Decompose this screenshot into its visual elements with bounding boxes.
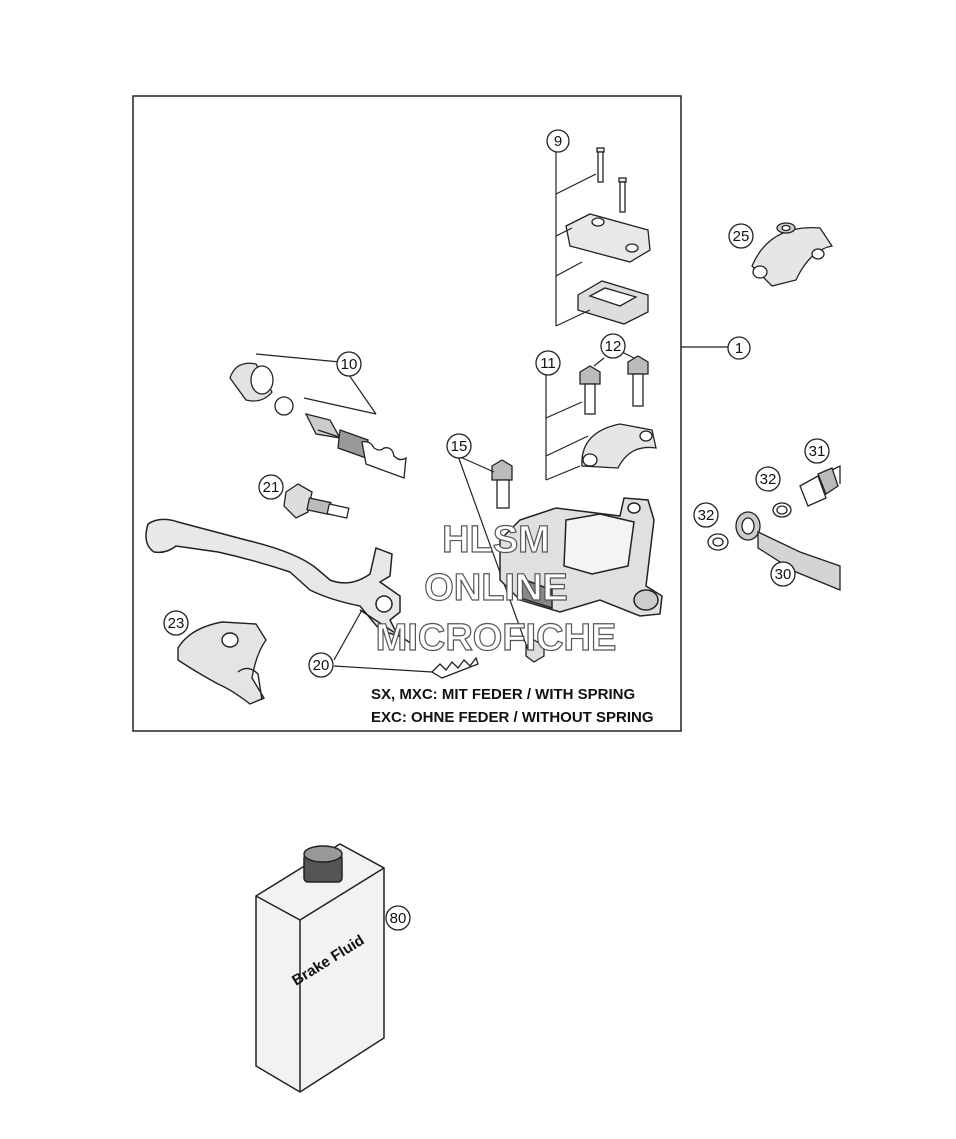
reservoir-cover-group	[565, 147, 651, 325]
callout-11-label: 11	[540, 355, 556, 372]
callout-20: 20	[308, 652, 334, 678]
callout-11: 11	[535, 350, 561, 376]
callout-30-label: 30	[775, 566, 792, 583]
callout-31-label: 31	[809, 443, 826, 460]
callout-12: 12	[600, 333, 626, 359]
watermark-line-3: MICROFICHE	[376, 617, 617, 659]
leader-20	[333, 609, 433, 673]
callout-15-label: 15	[451, 438, 468, 455]
callout-15: 15	[446, 433, 472, 459]
watermark-line-2: ONLINE	[424, 567, 568, 609]
brake-lever	[145, 518, 413, 645]
callout-32-lower-label: 32	[698, 507, 715, 524]
brake-fluid-container	[255, 843, 385, 1093]
note-line-1: SX, MXC: MIT FEDER / WITH SPRING	[371, 686, 635, 703]
callout-32-upper: 32	[755, 466, 781, 492]
callout-80-label: 80	[390, 910, 407, 927]
callout-1: 1	[727, 336, 751, 360]
callout-31: 31	[804, 438, 830, 464]
callout-23: 23	[163, 610, 189, 636]
callout-9: 9	[546, 129, 570, 153]
spring-part-20	[430, 656, 479, 679]
clamp-bolts-group	[579, 355, 657, 469]
assembly-frame	[132, 95, 682, 732]
callout-25-label: 25	[733, 228, 750, 245]
piston-set-part-10	[229, 362, 407, 479]
callout-21-label: 21	[263, 479, 280, 496]
brake-line-group	[707, 464, 841, 591]
callout-30: 30	[770, 561, 796, 587]
callout-9-label: 9	[554, 133, 562, 150]
callout-20-label: 20	[313, 657, 330, 674]
note-line-2: EXC: OHNE FEDER / WITHOUT SPRING	[371, 709, 654, 726]
lever-cover-part-23	[177, 621, 267, 705]
callout-80: 80	[385, 905, 411, 931]
master-cylinder-body	[499, 497, 663, 617]
callout-10: 10	[336, 351, 362, 377]
callout-12-label: 12	[605, 338, 622, 355]
pivot-bolt-part-15	[491, 459, 545, 663]
leader-15	[457, 455, 529, 651]
adjuster-part-21	[283, 483, 350, 519]
callout-32-lower: 32	[693, 502, 719, 528]
watermark-line-1: HLSM	[442, 519, 550, 561]
callout-23-label: 23	[168, 615, 185, 632]
callout-10-label: 10	[341, 356, 358, 373]
callout-1-label: 1	[735, 340, 743, 357]
bracket-9	[555, 152, 597, 327]
callout-32-upper-label: 32	[760, 471, 777, 488]
callout-21: 21	[258, 474, 284, 500]
bracket-11	[545, 351, 635, 481]
clamp-part-25	[751, 222, 834, 287]
callout-25: 25	[728, 223, 754, 249]
